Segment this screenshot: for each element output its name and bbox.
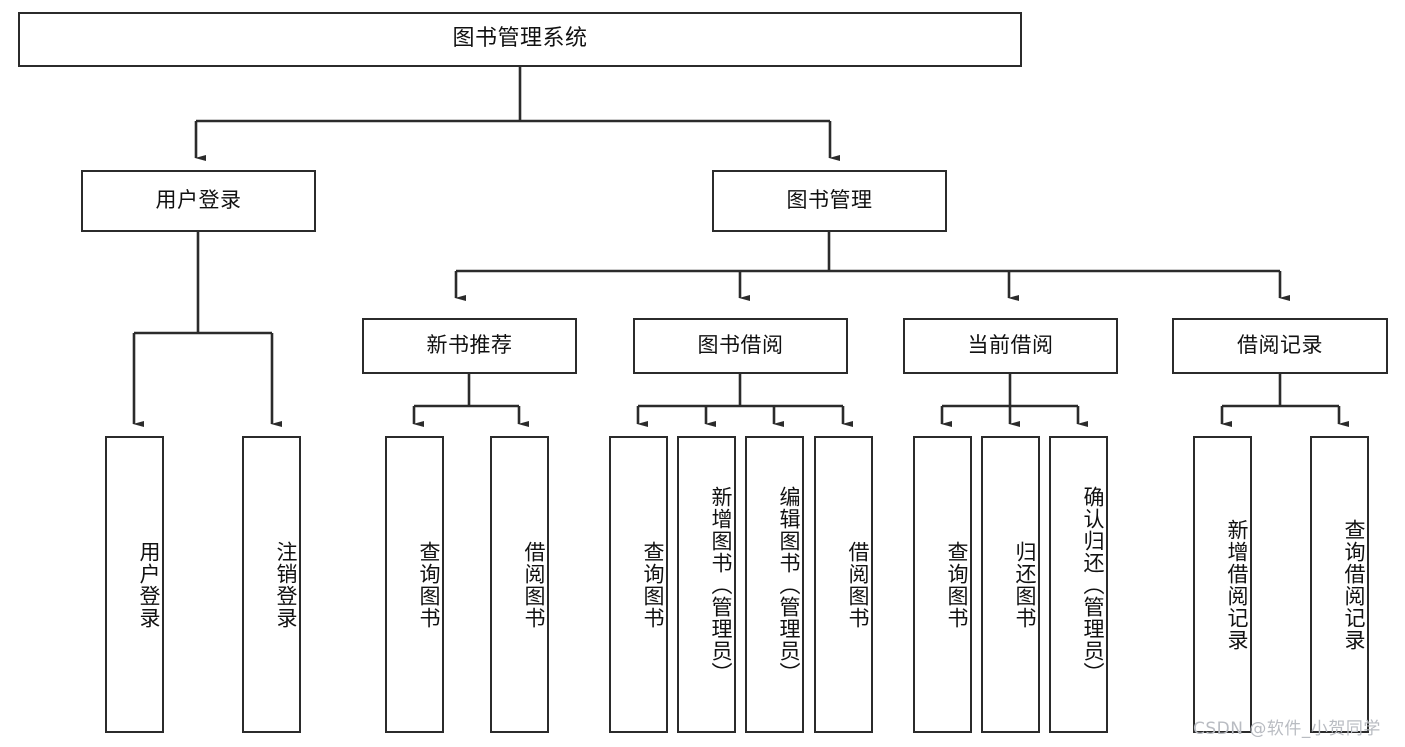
node-label: 图书借阅: [697, 333, 784, 358]
leaf-user-login[interactable]: 用户登录: [105, 436, 164, 733]
node-root-book-management-system[interactable]: 图书管理系统: [18, 12, 1022, 67]
leaf-query-book-recommend[interactable]: 查询图书: [385, 436, 444, 733]
node-book-management[interactable]: 图书管理: [712, 170, 947, 232]
node-label: 新增借阅记录: [1225, 518, 1249, 651]
node-label: 查询借阅记录: [1342, 518, 1366, 651]
node-book-borrow[interactable]: 图书借阅: [633, 318, 848, 374]
node-label: 新书推荐: [426, 333, 513, 358]
node-label: 借阅图书: [522, 540, 546, 629]
leaf-query-book-borrow[interactable]: 查询图书: [609, 436, 668, 733]
leaf-borrow-book-recommend[interactable]: 借阅图书: [490, 436, 549, 733]
node-label: 借阅记录: [1237, 333, 1323, 358]
node-label: 图书管理系统: [452, 26, 588, 52]
leaf-add-borrow-record[interactable]: 新增借阅记录: [1193, 436, 1252, 733]
leaf-logout-login[interactable]: 注销登录: [242, 436, 301, 733]
node-borrow-record[interactable]: 借阅记录: [1172, 318, 1388, 374]
node-current-borrow[interactable]: 当前借阅: [903, 318, 1118, 374]
leaf-confirm-return-admin[interactable]: 确认归还（管理员）: [1049, 436, 1108, 733]
node-label: 图书管理: [786, 188, 873, 213]
node-label: 确认归还（管理员）: [1081, 485, 1105, 684]
node-label: 注销登录: [274, 540, 298, 629]
node-label: 新增图书（管理员）: [709, 485, 733, 684]
leaf-return-book[interactable]: 归还图书: [981, 436, 1040, 733]
node-label: 查询图书: [641, 540, 665, 629]
node-user-login[interactable]: 用户登录: [81, 170, 316, 232]
csdn-watermark: CSDN @软件_小贺同学: [1193, 719, 1381, 739]
node-label: 编辑图书（管理员）: [777, 485, 801, 684]
node-label: 查询图书: [945, 540, 969, 629]
leaf-add-book-admin[interactable]: 新增图书（管理员）: [677, 436, 736, 733]
node-label: 用户登录: [155, 188, 242, 213]
leaf-edit-book-admin[interactable]: 编辑图书（管理员）: [745, 436, 804, 733]
node-label: 当前借阅: [967, 333, 1054, 358]
leaf-query-book-current[interactable]: 查询图书: [913, 436, 972, 733]
node-label: 借阅图书: [846, 540, 870, 629]
node-new-book-recommend[interactable]: 新书推荐: [362, 318, 577, 374]
node-label: 用户登录: [137, 540, 161, 629]
leaf-query-borrow-record[interactable]: 查询借阅记录: [1310, 436, 1369, 733]
node-label: 归还图书: [1013, 540, 1037, 629]
leaf-borrow-book[interactable]: 借阅图书: [814, 436, 873, 733]
node-label: 查询图书: [417, 540, 441, 629]
